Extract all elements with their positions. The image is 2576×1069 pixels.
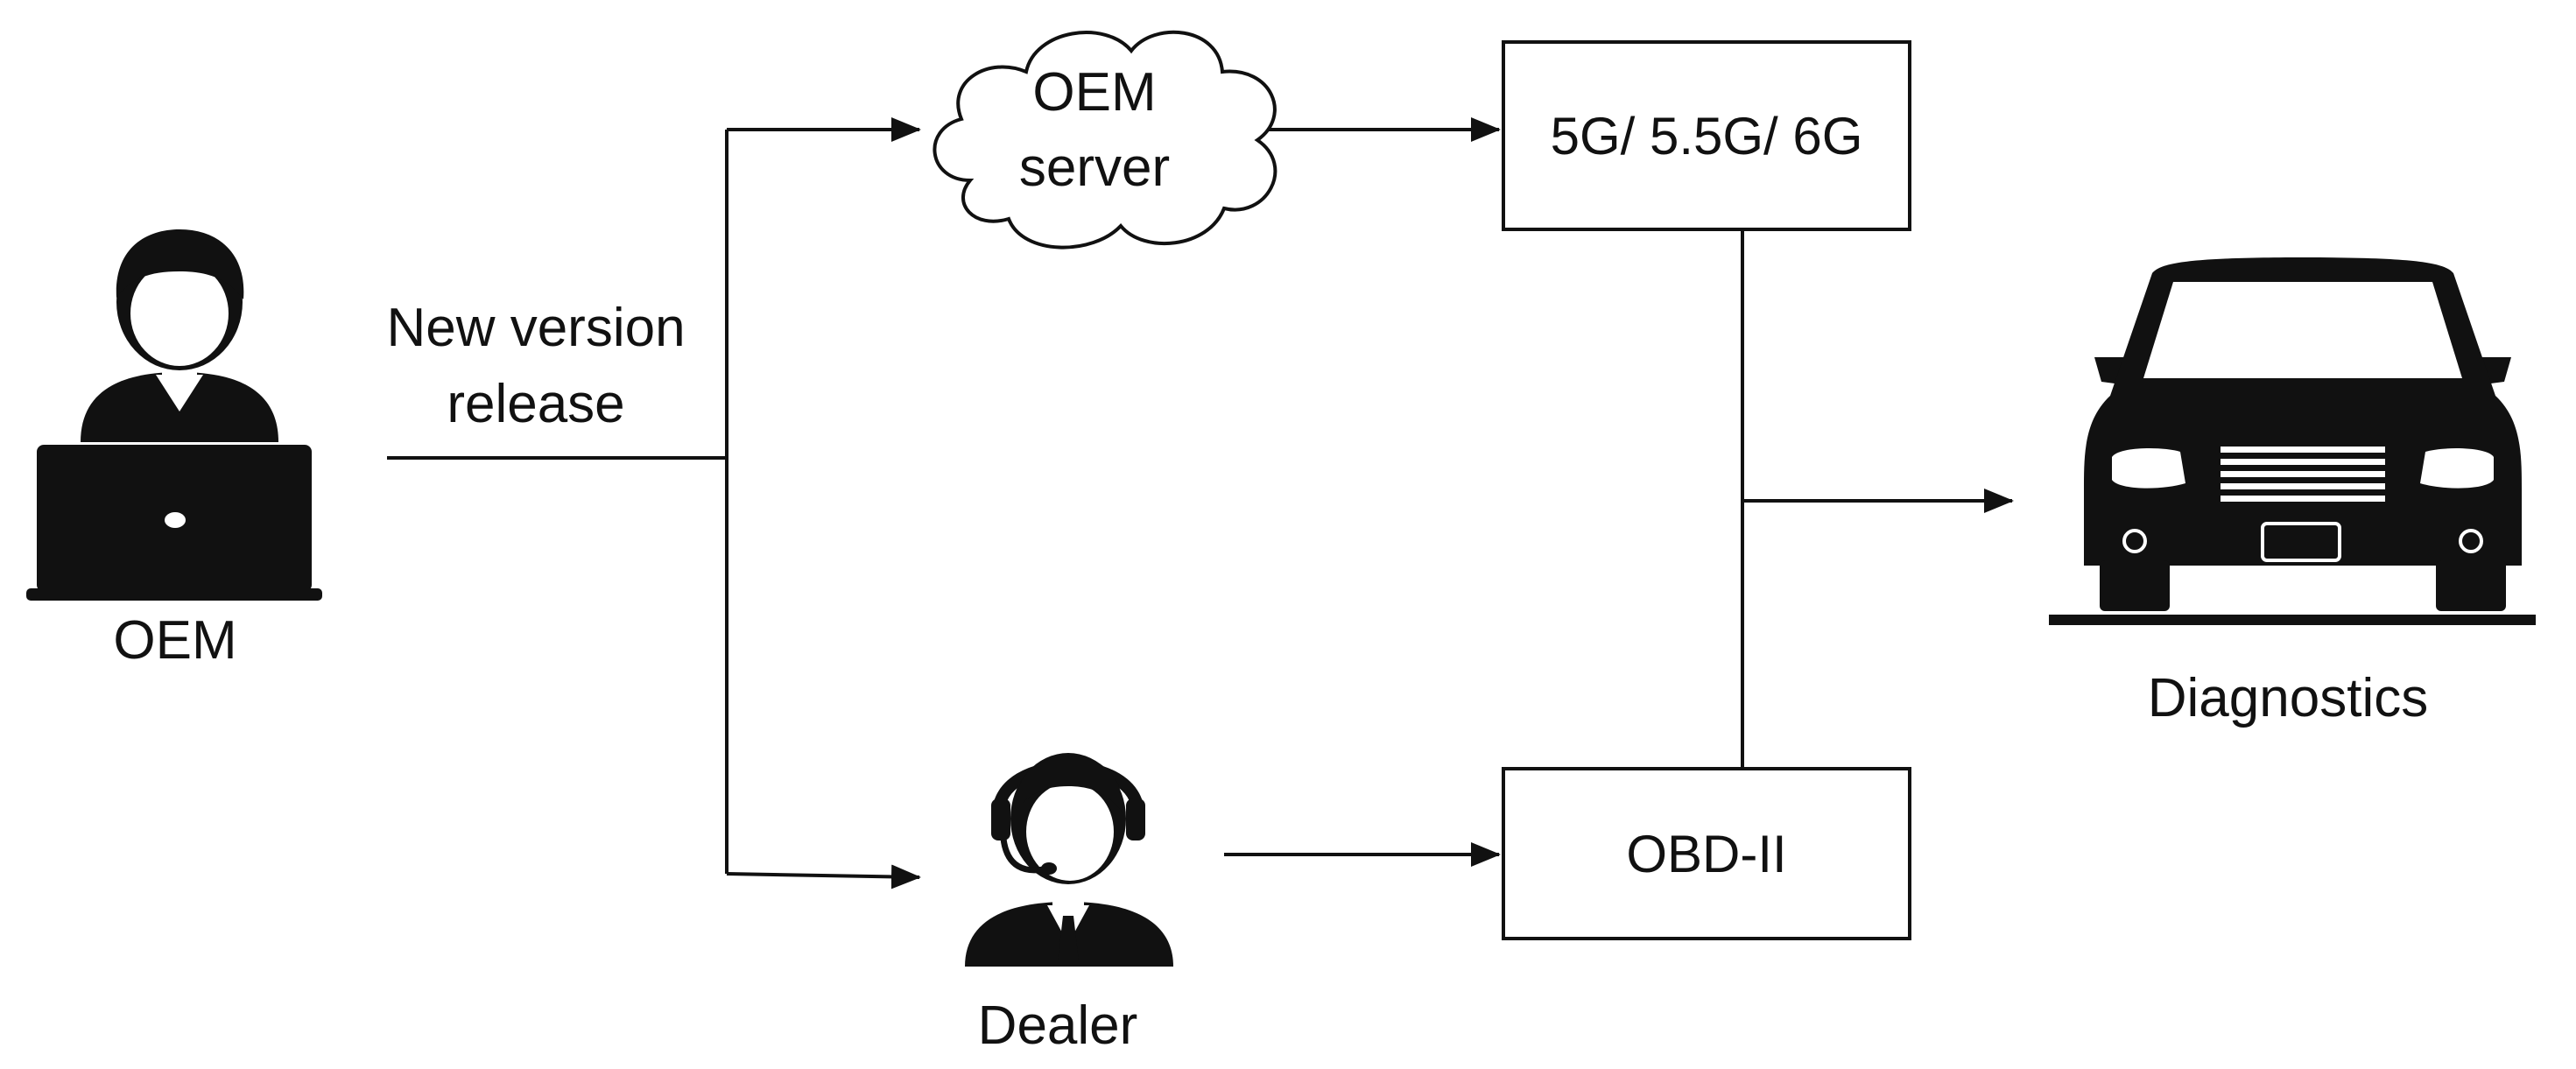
car-front-icon <box>2049 257 2536 625</box>
release-label-line1: New version <box>386 298 685 358</box>
diagnostics-label: Diagnostics <box>2148 668 2428 728</box>
edge-oem-to-dealer <box>726 864 921 890</box>
release-label-line2: release <box>447 374 624 434</box>
obd-label: OBD-II <box>1626 825 1786 883</box>
headset-person-icon <box>965 753 1173 967</box>
obd-box <box>1502 767 1911 940</box>
oem-server-label-line2: server <box>1019 137 1170 198</box>
oem-branch-connector <box>387 130 728 874</box>
network-label: 5G/ 5.5G/ 6G <box>1551 107 1863 165</box>
oem-icon <box>26 229 322 601</box>
cloud-icon <box>933 30 1277 250</box>
oem-label: OEM <box>113 610 236 671</box>
network-box <box>1502 40 1911 231</box>
dealer-label: Dealer <box>978 995 1138 1056</box>
oem-server-label-line1: OEM <box>1032 62 1156 123</box>
